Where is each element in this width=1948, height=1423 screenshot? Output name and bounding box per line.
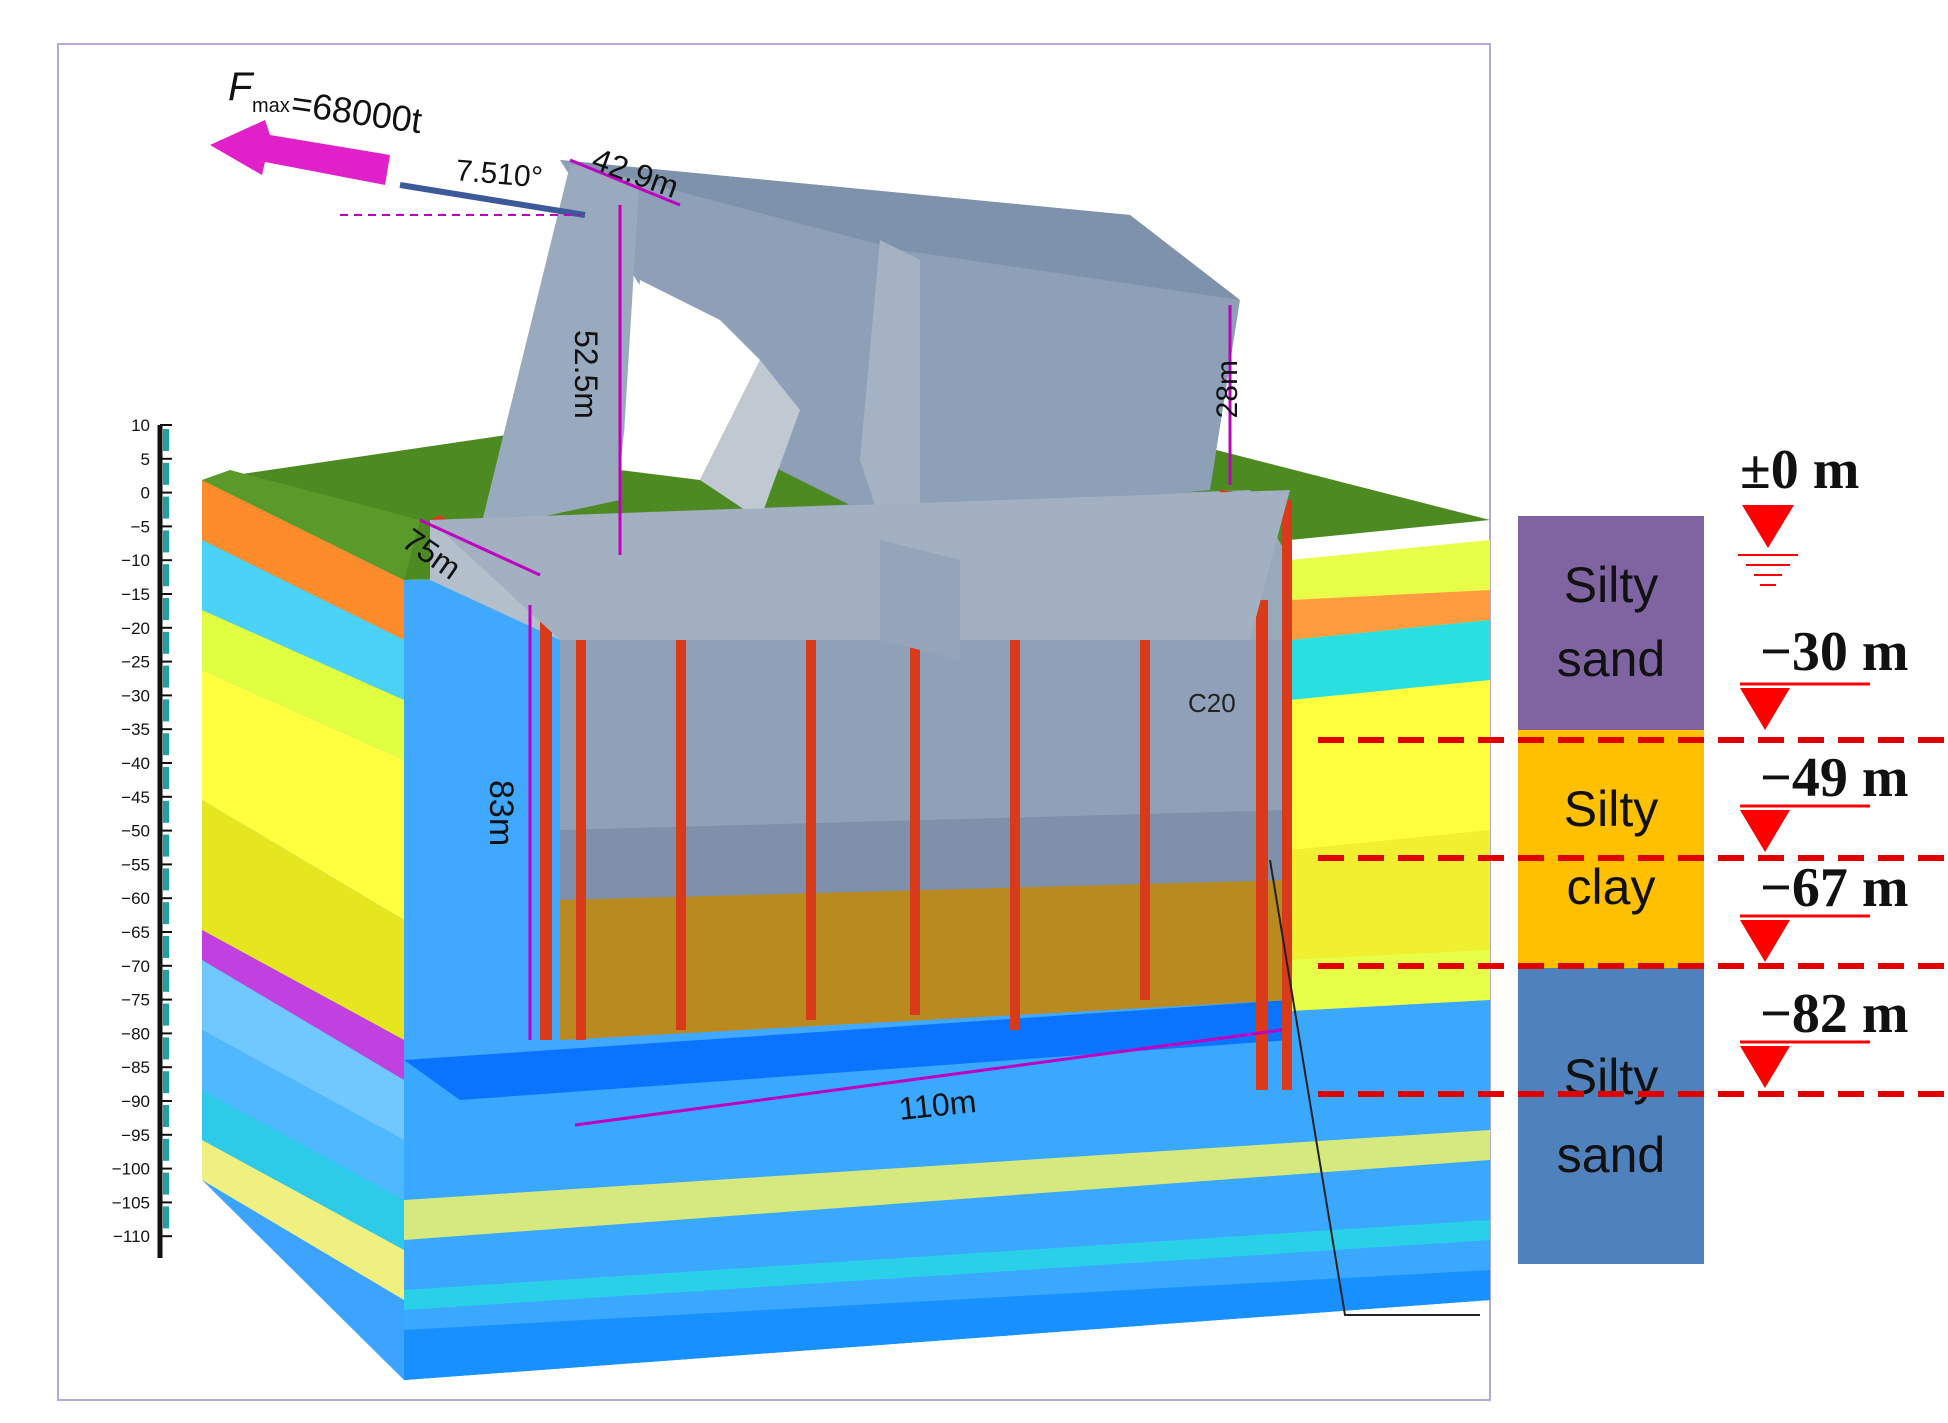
force-arrow — [210, 120, 586, 218]
depth-tick-label: −110 — [113, 1227, 150, 1246]
steel-wall — [540, 590, 552, 1040]
depth-tick-bar — [163, 733, 169, 756]
soil-column: Silty sand Silty clay Silty sand — [1518, 516, 1704, 1264]
steel-wall — [1010, 620, 1020, 1030]
depth-tick-label: −90 — [121, 1092, 150, 1111]
depth-tick-label: −40 — [121, 754, 150, 773]
depth-tick-bar — [163, 868, 169, 891]
level-marker-icon — [1740, 1046, 1790, 1088]
force-symbol: F — [228, 65, 255, 109]
soil-layer-2-line1: Silty — [1564, 781, 1658, 837]
level-label-2: −49 m — [1760, 747, 1909, 809]
depth-tick-bar — [163, 1071, 169, 1094]
dimension-lines — [419, 158, 1283, 1127]
soil-layer-1-line2: sand — [1557, 631, 1665, 687]
force-angle: 7.510° — [454, 154, 544, 194]
depth-tick-label: −85 — [121, 1058, 150, 1077]
depth-tick-bar — [163, 598, 169, 620]
level-label-4: −82 m — [1760, 983, 1909, 1045]
dim-rear-height: 28m — [1211, 360, 1244, 418]
dim-length: 110m — [897, 1083, 978, 1127]
depth-tick-bar — [163, 800, 169, 823]
depth-tick-bar — [163, 462, 169, 485]
depth-tick-label: −25 — [121, 653, 150, 672]
depth-tick-label: 10 — [131, 416, 150, 435]
depth-tick-bar — [163, 530, 169, 553]
arrow-left-icon — [210, 120, 390, 185]
depth-tick-label: −100 — [112, 1160, 150, 1179]
anchor-structure — [430, 160, 1290, 660]
depth-tick-label: −20 — [121, 619, 150, 638]
depth-tick-label: −80 — [121, 1024, 150, 1043]
depth-tick-label: −35 — [121, 720, 150, 739]
depth-tick-label: −15 — [121, 585, 150, 604]
depth-tick-bar — [163, 1037, 169, 1060]
dim-tower-height: 52.5m — [568, 330, 604, 419]
depth-tick-bar — [163, 1206, 169, 1229]
level-marker-icon — [1740, 688, 1790, 730]
soil-layer-1-line1: Silty — [1564, 557, 1658, 613]
soil-layer-3-line2: sand — [1557, 1127, 1665, 1183]
depth-tick-label: −5 — [131, 517, 150, 536]
steel-wall — [1140, 610, 1150, 1000]
depth-tick-label: −45 — [121, 788, 150, 807]
leader-line — [1269, 859, 1480, 1316]
depth-tick-label: −70 — [121, 957, 150, 976]
level-label-1: −30 m — [1760, 621, 1909, 683]
depth-tick-label: −10 — [121, 551, 150, 570]
concrete-grade: C20 — [1188, 688, 1236, 718]
depth-tick-bar — [163, 767, 169, 789]
depth-tick-bar — [163, 834, 169, 857]
steel-wall — [910, 615, 920, 1015]
depth-tick-label: −95 — [121, 1126, 150, 1145]
depth-tick-bar — [163, 1105, 169, 1127]
depth-tick-bar — [163, 936, 169, 958]
depth-tick-label: −65 — [121, 923, 150, 942]
depth-tick-label: −30 — [121, 686, 150, 705]
water-level-icon — [1742, 505, 1794, 548]
soil-layer-1 — [1518, 516, 1704, 730]
depth-tick-bar — [163, 429, 169, 451]
dim-wall-depth: 83m — [482, 780, 520, 846]
depth-tick-bar — [163, 902, 169, 925]
depth-tick-label: −75 — [121, 991, 150, 1010]
soil-layer-2 — [1518, 730, 1704, 968]
depth-tick-bar — [163, 564, 169, 587]
depth-tick-label: −60 — [121, 889, 150, 908]
depth-tick-bar — [163, 665, 169, 688]
depth-tick-bar — [163, 1172, 169, 1195]
steel-wall — [1256, 600, 1268, 1090]
level-marker-icon — [1740, 810, 1790, 852]
steel-wall — [806, 620, 816, 1020]
steel-wall — [576, 640, 586, 1040]
depth-tick-label: −55 — [121, 855, 150, 874]
depth-tick-bar — [163, 699, 169, 722]
force-subscript: max — [252, 95, 290, 117]
depth-tick-label: −105 — [112, 1193, 150, 1212]
depth-tick-bar — [163, 496, 169, 519]
depth-tick-label: 5 — [141, 450, 150, 469]
soil-layer-3 — [1518, 968, 1704, 1264]
level-label-0: ±0 m — [1740, 439, 1859, 501]
level-markers: ±0 m −30 m −49 m −67 m −82 m — [1318, 439, 1948, 1097]
steel-wall — [1282, 500, 1292, 1090]
steel-wall — [676, 630, 686, 1030]
level-label-3: −67 m — [1760, 857, 1909, 919]
depth-tick-bar — [163, 631, 169, 654]
depth-tick-label: 0 — [141, 484, 150, 503]
depth-tick-bar — [163, 1138, 169, 1161]
depth-tick-label: −50 — [121, 822, 150, 841]
soil-layer-2-line2: clay — [1567, 859, 1656, 915]
force-value: =68000t — [289, 82, 425, 141]
level-marker-icon — [1740, 920, 1790, 962]
depth-tick-bar — [163, 969, 169, 992]
depth-scale: 10 5 0 −5 −10 −15 −20 −25 −30 −35 −40 −45 −50 −55 −60 −… — [112, 416, 172, 1258]
depth-tick-bar — [163, 1003, 169, 1026]
